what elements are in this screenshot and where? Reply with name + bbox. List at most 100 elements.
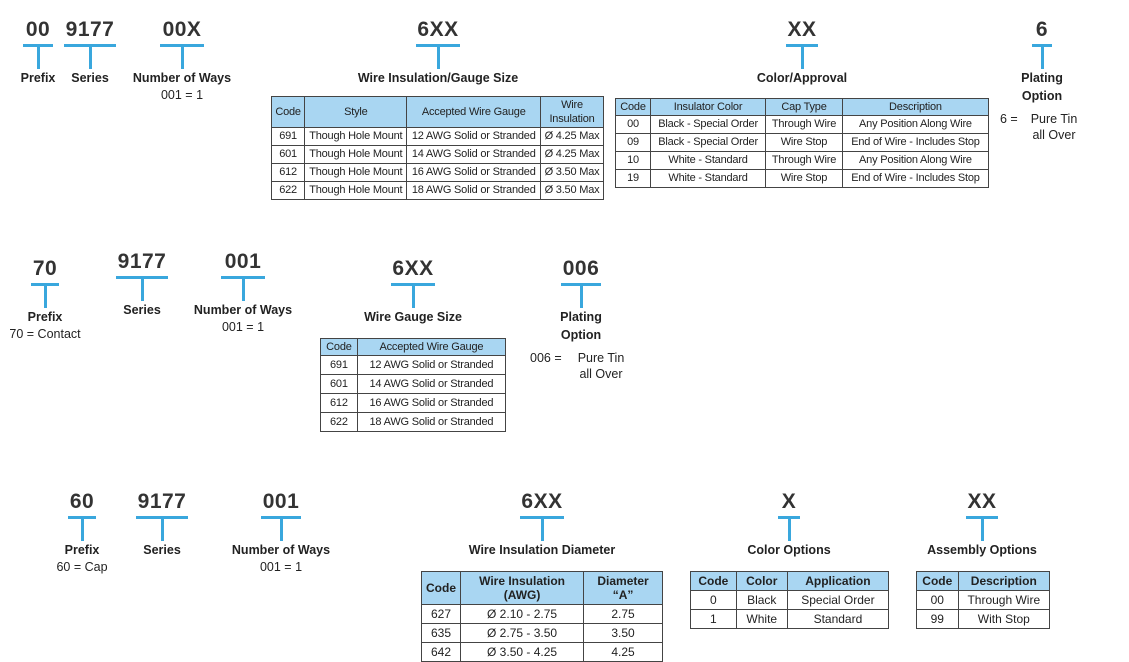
r1-ways-segment: 00X Number of Ways 001 = 1	[132, 18, 232, 103]
bracket-stem	[800, 47, 804, 69]
r3-assembly-segment: XX Assembly Options	[922, 490, 1042, 559]
table-cell: 627	[421, 604, 461, 624]
table-cell: Though Hole Mount	[304, 127, 408, 146]
r3-diameter-table: Code Wire Insulation (AWG) Diameter “A” …	[421, 571, 663, 662]
table-header: Description	[957, 571, 1051, 591]
table-header: Application	[786, 571, 890, 591]
r3-prefix-segment: 60 Prefix 60 = Cap	[52, 490, 112, 575]
bracket-bar	[391, 283, 435, 286]
table-cell: 09	[614, 133, 652, 152]
segment-label: Plating Option	[560, 310, 602, 342]
table-cell: 622	[320, 412, 358, 432]
table-cell: Black - Special Order	[650, 133, 767, 152]
table-cell: Wire Stop	[765, 133, 843, 152]
r2-series-segment: 9177 Series	[112, 250, 172, 319]
table-cell: Ø 2.75 - 3.50	[459, 623, 585, 643]
table-header: Code	[690, 571, 737, 591]
table-cell: 14 AWG Solid or Stranded	[406, 145, 541, 164]
segment-value: 001 = 1	[221, 320, 265, 334]
bracket-stem	[787, 519, 791, 541]
segment-value: 60 = Cap	[56, 560, 108, 574]
segment-label: Prefix	[27, 310, 63, 324]
table-cell: 4.25	[583, 642, 663, 662]
r2-ways-segment: 001 Number of Ways 001 = 1	[193, 250, 293, 335]
bracket-stem	[160, 519, 164, 541]
table-cell: 12 AWG Solid or Stranded	[406, 127, 541, 146]
segment-label: Number of Ways	[231, 543, 331, 557]
bracket-bar	[520, 516, 564, 519]
table-cell: Through Wire	[765, 115, 843, 134]
bracket-stem	[241, 279, 245, 301]
segment-code: 00	[25, 18, 51, 41]
table-cell: Though Hole Mount	[304, 145, 408, 164]
r3-series-segment: 9177 Series	[132, 490, 192, 559]
bracket-stem	[980, 519, 984, 541]
segment-value: 001 = 1	[160, 88, 204, 102]
table-cell: 635	[421, 623, 461, 643]
table-cell: 00	[916, 590, 959, 610]
segment-label: Prefix	[64, 543, 100, 557]
bracket-stem	[579, 286, 583, 308]
plating-description: Pure Tin all Over	[1030, 112, 1078, 142]
table-cell: 2.75	[583, 604, 663, 624]
r1-color-table: Code Insulator Color Cap Type Descriptio…	[614, 98, 990, 188]
table-cell: Black - Special Order	[650, 115, 767, 134]
segment-value: 70 = Contact	[9, 327, 81, 341]
r1-plating-segment: 6 Plating Option	[1012, 18, 1072, 105]
table-header: Accepted Wire Gauge	[406, 96, 541, 128]
segment-code: 6XX	[392, 257, 434, 280]
bracket-stem	[1040, 47, 1044, 69]
plating-description: Pure Tin all Over	[577, 351, 625, 381]
bracket-bar	[23, 44, 53, 47]
table-header-row: Code Color Application	[690, 571, 890, 591]
table-cell: Any Position Along Wire	[841, 151, 990, 170]
segment-code: 6	[1035, 18, 1049, 41]
table-header: Diameter “A”	[583, 571, 663, 605]
table-cell: White - Standard	[650, 151, 767, 170]
segment-code: 9177	[137, 490, 187, 513]
segment-label: Number of Ways	[193, 303, 293, 317]
table-header: Code	[320, 338, 358, 356]
table-cell: 10	[614, 151, 652, 170]
table-header-row: Code Description	[916, 571, 1051, 591]
table-cell: Any Position Along Wire	[841, 115, 990, 134]
table-cell: 16 AWG Solid or Stranded	[356, 393, 507, 413]
segment-label: Wire Gauge Size	[364, 310, 462, 324]
r1-gauge-table: Code Style Accepted Wire Gauge Wire Insu…	[270, 96, 604, 200]
r2-gauge-segment: 6XX Wire Gauge Size	[353, 257, 473, 326]
bracket-stem	[411, 286, 415, 308]
table-cell: 622	[270, 181, 306, 200]
table-cell: 612	[320, 393, 358, 413]
table-cell: With Stop	[957, 609, 1051, 629]
bracket-bar	[116, 276, 168, 279]
r3-color-segment: X Color Options	[739, 490, 839, 559]
bracket-bar	[778, 516, 800, 519]
table-cell: Ø 4.25 Max	[540, 127, 604, 146]
table-cell: Though Hole Mount	[304, 163, 408, 182]
table-cell: White - Standard	[650, 169, 767, 188]
plating-code: 006 =	[530, 351, 562, 365]
segment-label: Series	[123, 303, 161, 317]
bracket-bar	[261, 516, 301, 519]
bracket-bar	[31, 283, 59, 286]
r2-plating-segment: 006 Plating Option	[551, 257, 611, 344]
table-header: Code	[421, 571, 461, 605]
table-cell: 691	[320, 355, 358, 375]
bracket-bar	[561, 283, 601, 286]
segment-label: Series	[143, 543, 181, 557]
table-cell: 18 AWG Solid or Stranded	[406, 181, 541, 200]
bracket-bar	[1032, 44, 1052, 47]
bracket-stem	[88, 47, 92, 69]
table-header: Cap Type	[765, 98, 843, 116]
